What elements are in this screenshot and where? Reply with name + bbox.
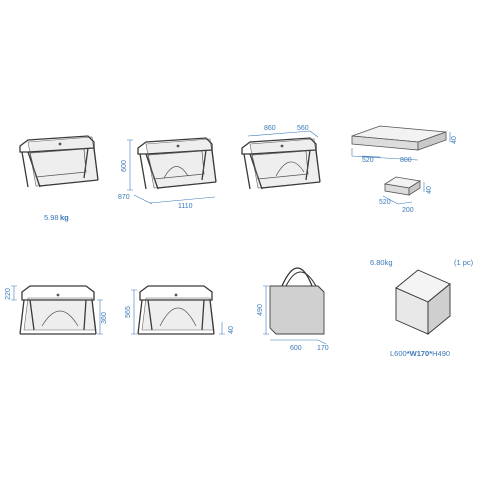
product-weight-unit: kg: [60, 213, 69, 222]
cot-perspective-2: [137, 137, 217, 190]
cot2-depth-label: 870: [118, 194, 130, 201]
mattress-drawing: [351, 125, 447, 151]
package-box-drawing: [395, 269, 451, 335]
bag-height-label: 490: [257, 304, 264, 316]
carry-bag-drawing: [269, 267, 325, 335]
package-dimensions: L600*W170*H490: [390, 349, 450, 358]
cot5-leg-label: 40: [228, 326, 235, 334]
package-weight: 6.80kg: [370, 258, 393, 267]
bag-width-label: 600: [290, 345, 302, 352]
cot-perspective-5: [137, 285, 215, 335]
package-quantity: (1 pc): [454, 258, 474, 267]
cot2-dimension-lines: [127, 139, 216, 205]
mattress-dimension-lines: [351, 132, 451, 161]
cot3-top-right-label: 560: [297, 125, 309, 132]
cot-perspective-4: [19, 285, 97, 335]
folded-mattress-dimension-lines: [382, 182, 425, 205]
cot-perspective-1: [19, 135, 99, 188]
cot2-height-label: 600: [121, 160, 128, 172]
cot2-width-label: 1110: [178, 203, 193, 210]
package-W: W170: [410, 349, 430, 358]
mattress-width-label: 800: [400, 157, 412, 164]
folded-mattress-depth-label: 520: [379, 199, 391, 206]
cot5-height-label: 565: [125, 306, 132, 318]
mattress-thickness-label: 40: [451, 136, 458, 144]
cot4-height-label: 220: [5, 288, 12, 300]
package-L: L600: [390, 349, 407, 358]
folded-mattress-height-label: 40: [426, 186, 433, 194]
folded-mattress-width-label: 200: [402, 207, 414, 214]
bag-depth-label: 170: [317, 345, 329, 352]
package-H: H490: [432, 349, 450, 358]
cot3-top-left-label: 860: [264, 125, 276, 132]
cot5-dimension-lines: [131, 289, 225, 335]
cot4-mid-label: 360: [101, 312, 108, 324]
cot4-dimension-lines: [11, 285, 103, 335]
mattress-depth-label: 520: [362, 157, 374, 164]
package-sep-2: *: [429, 349, 432, 358]
bag-dimension-lines: [263, 285, 327, 345]
cot3-dimension-lines: [247, 130, 319, 138]
folded-mattress-drawing: [383, 176, 422, 196]
package-sep-1: *: [407, 349, 410, 358]
product-weight-value: 5.98: [44, 213, 59, 222]
cot-perspective-3: [241, 137, 321, 190]
